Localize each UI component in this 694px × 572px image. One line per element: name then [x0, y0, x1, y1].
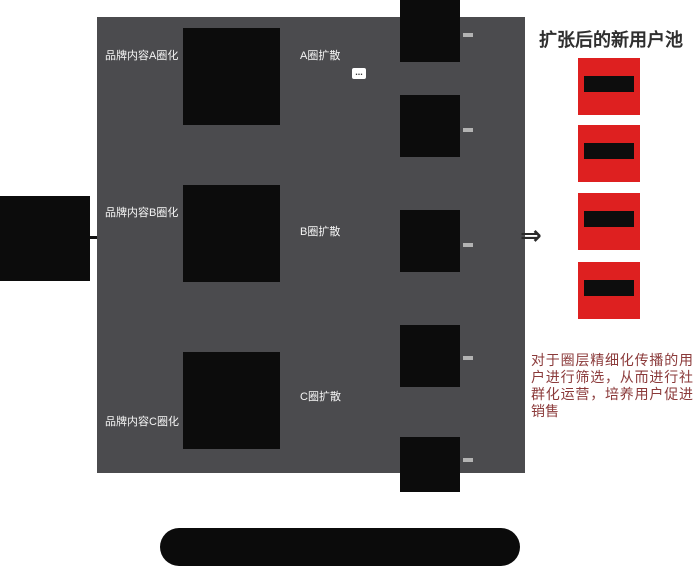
spread-box-3: [400, 210, 460, 272]
content-label-b: 品牌内容B圈化: [105, 207, 179, 219]
diffusion-label-a: A圈扩散: [300, 50, 341, 62]
spread-box-1: [400, 0, 460, 62]
tick-mark: [463, 243, 473, 247]
diffusion-label-b: B圈扩散: [300, 226, 341, 238]
user-box-label-bar: [584, 143, 634, 159]
ellipsis-chip: ...: [352, 68, 366, 79]
circle-image-c: [183, 352, 280, 449]
caption-pill: [160, 528, 520, 566]
user-box-label-bar: [584, 76, 634, 92]
new-user-box-2: [578, 125, 640, 182]
user-box-label-bar: [584, 211, 634, 227]
tick-mark: [463, 458, 473, 462]
tick-mark: [463, 356, 473, 360]
tick-mark: [463, 33, 473, 37]
new-user-pool-title: 扩张后的新用户池: [539, 30, 683, 50]
content-label-c: 品牌内容C圈化: [105, 416, 179, 428]
source-connector-line: [90, 236, 97, 239]
new-user-box-3: [578, 193, 640, 250]
new-user-box-1: [578, 58, 640, 115]
circle-image-a: [183, 28, 280, 125]
spread-box-4: [400, 325, 460, 387]
tick-mark: [463, 128, 473, 132]
content-label-a: 品牌内容A圈化: [105, 50, 179, 62]
user-box-label-bar: [584, 280, 634, 296]
double-arrow-icon: ⇒: [520, 220, 542, 250]
diffusion-panel: 品牌内容A圈化 A圈扩散 ... 品牌内容B圈化 B圈扩散 品牌内容C圈化 C圈…: [97, 17, 525, 473]
new-user-box-4: [578, 262, 640, 319]
diffusion-label-c: C圈扩散: [300, 391, 341, 403]
spread-box-5: [400, 437, 460, 492]
operation-note: 对于圈层精细化传播的用户进行筛选，从而进行社群化运营，培养用户促进销售: [531, 352, 693, 419]
circle-image-b: [183, 185, 280, 282]
source-user-pool-box: [0, 196, 90, 281]
spread-box-2: [400, 95, 460, 157]
